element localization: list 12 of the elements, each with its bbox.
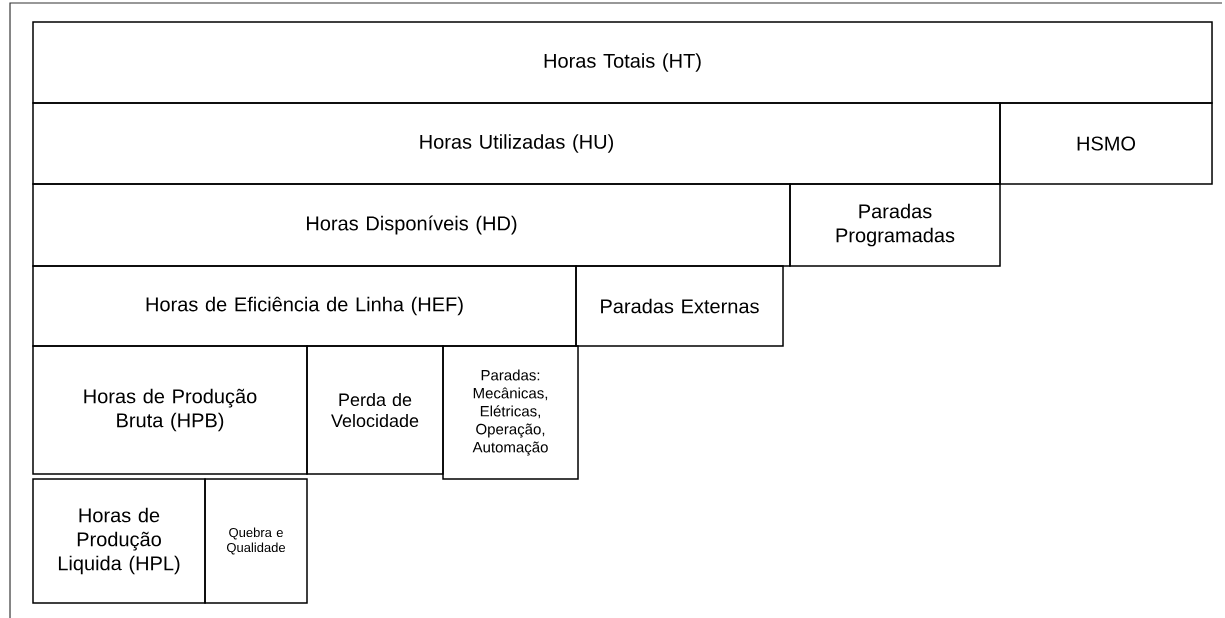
category-box: Quebra e Qualidade: [204, 478, 308, 604]
category-box: Horas de Produção Bruta (HPB): [32, 345, 308, 475]
category-box: Horas de Produção Liquida (HPL): [32, 478, 206, 604]
category-box: Paradas: Mecânicas, Elétricas, Operação, Automação: [442, 345, 579, 480]
category-box: Horas Disponíveis (HD): [32, 183, 791, 267]
category-box: Horas de Eficiência de Linha (HEF): [32, 265, 577, 347]
category-box: Paradas Externas: [575, 265, 784, 347]
category-box: Horas Totais (HT): [32, 21, 1213, 104]
category-box: HSMO: [999, 102, 1213, 185]
category-box: Horas Utilizadas (HU): [32, 102, 1001, 185]
category-box: Paradas Programadas: [789, 183, 1001, 267]
category-box: Perda de Velocidade: [306, 345, 444, 475]
